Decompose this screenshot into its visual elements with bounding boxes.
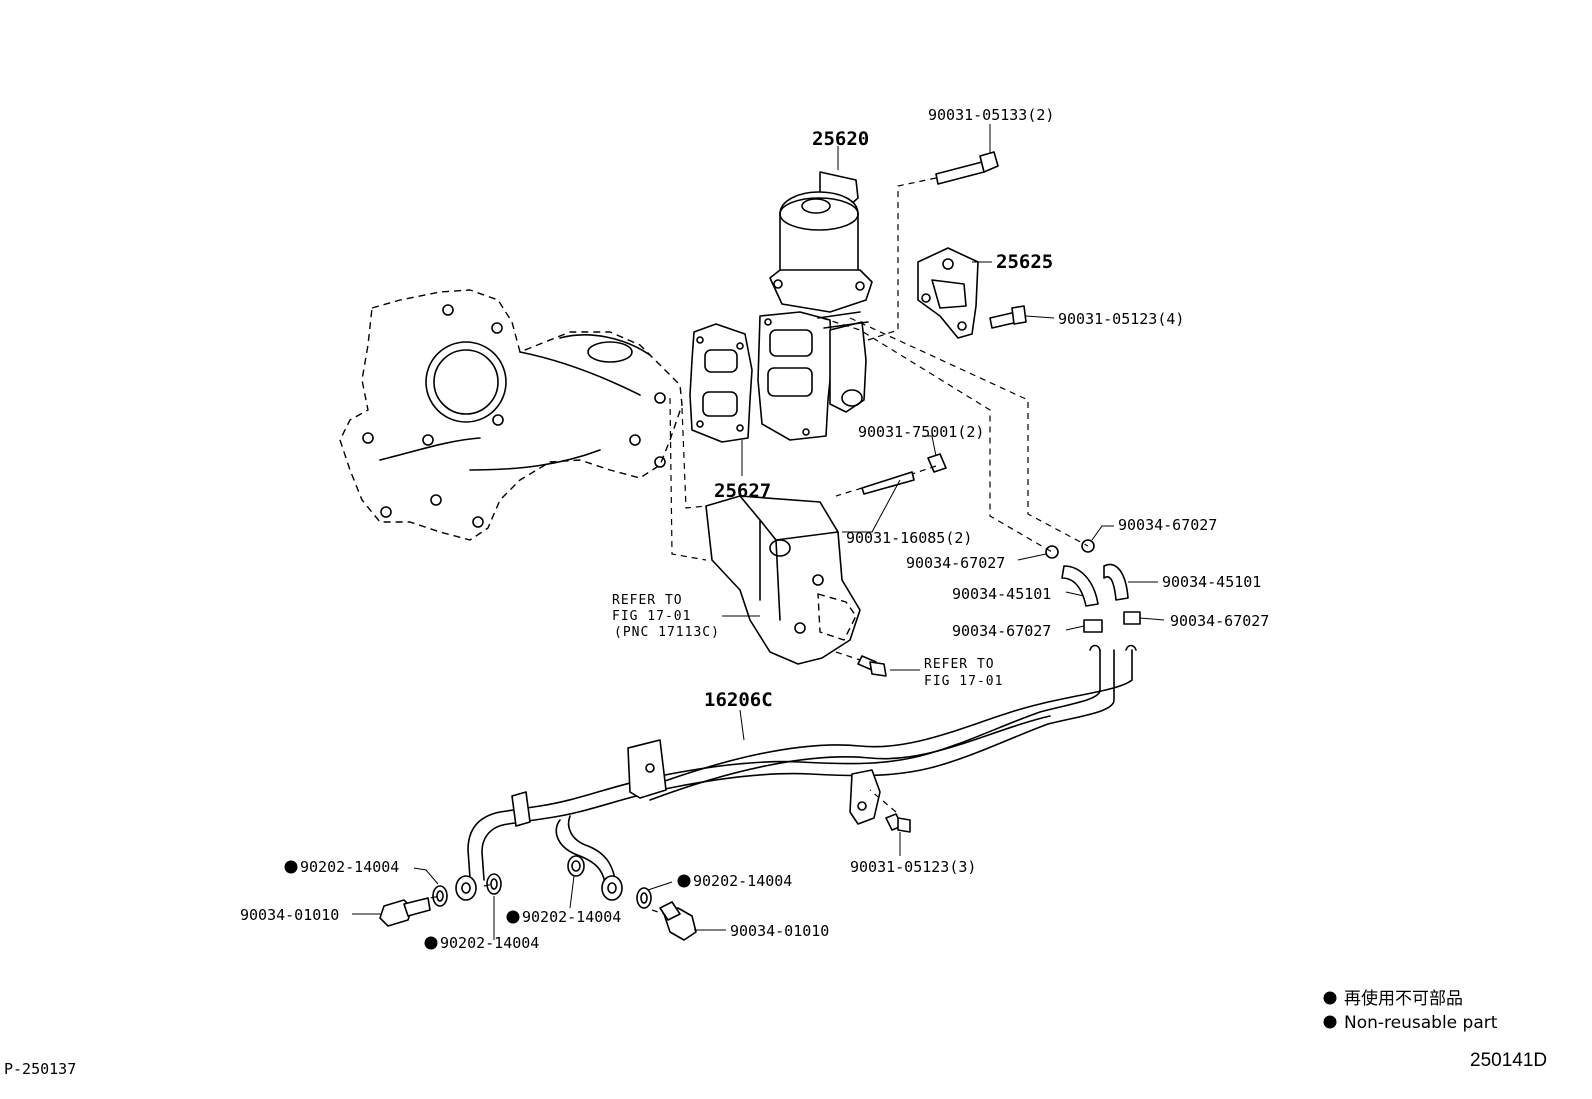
callout-90034-67027-c: 90034-67027: [952, 622, 1051, 640]
refer-note-1-line2: FIG 17-01: [612, 609, 691, 624]
callout-90202-14004-a: 90202-14004: [300, 858, 399, 876]
bolt-05123-3: [885, 813, 911, 833]
callout-90202-14004-b: 90202-14004: [522, 908, 621, 926]
refer-note-1-line1: REFER TO: [612, 593, 683, 608]
legend-english: Non-reusable part: [1344, 1013, 1498, 1033]
callout-90034-45101-a: 90034-45101: [1162, 573, 1261, 591]
assembly-guide-lines: [419, 177, 1089, 915]
non-reusable-dot-1: [284, 860, 298, 874]
callout-90031-05123-4: 90031-05123(4): [1058, 310, 1184, 328]
refer-note-2-line1: REFER TO: [924, 657, 995, 672]
hoses-and-clips: [1045, 539, 1141, 633]
callout-90031-16085: 90031-16085(2): [846, 529, 972, 547]
callout-90034-45101-b: 90034-45101: [952, 585, 1051, 603]
callout-90031-75001: 90031-75001(2): [858, 423, 984, 441]
legend-dot-japanese: [1323, 991, 1337, 1005]
refer-note-2-line2: FIG 17-01: [924, 674, 1003, 689]
bolt-05133: [935, 151, 999, 185]
non-reusable-dot-4: [677, 874, 691, 888]
pipe-assembly: [467, 644, 1137, 889]
stud-and-nut: [861, 453, 947, 495]
leader-lines: [352, 124, 1165, 940]
intake-housing-outline: [339, 289, 683, 541]
callout-90202-14004-c: 90202-14004: [440, 934, 539, 952]
callout-90031-05123-3: 90031-05123(3): [850, 858, 976, 876]
heat-shield-part: [705, 495, 861, 665]
callout-90031-05133: 90031-05133(2): [928, 106, 1054, 124]
egr-valve-part: [757, 171, 873, 441]
callout-25627: 25627: [714, 480, 771, 502]
shield-bolt: [857, 655, 887, 677]
callout-90034-67027-b: 90034-67027: [906, 554, 1005, 572]
legend-dot-english: [1323, 1015, 1337, 1029]
callout-90034-01010-a: 90034-01010: [240, 906, 339, 924]
footer-right-code: 250141D: [1470, 1050, 1547, 1071]
callout-16206c: 16206C: [704, 689, 773, 711]
non-reusable-dot-2: [506, 910, 520, 924]
callout-90034-67027-d: 90034-67027: [1170, 612, 1269, 630]
callout-90034-67027-a: 90034-67027: [1118, 516, 1217, 534]
bolt-05123-4: [989, 305, 1027, 329]
callout-25620: 25620: [812, 128, 869, 150]
non-reusable-dot-3: [424, 936, 438, 950]
footer-left-code: P-250137: [4, 1060, 76, 1078]
callout-25625: 25625: [996, 251, 1053, 273]
refer-note-1-line3: (PNC 17113C): [614, 625, 720, 640]
gasket-part: [689, 323, 753, 443]
legend-japanese: 再使用不可部品: [1344, 988, 1463, 1009]
cover-plate-part: [917, 247, 979, 339]
union-bolts-and-gaskets: [379, 855, 697, 941]
callout-90202-14004-d: 90202-14004: [693, 872, 792, 890]
callout-90034-01010-b: 90034-01010: [730, 922, 829, 940]
